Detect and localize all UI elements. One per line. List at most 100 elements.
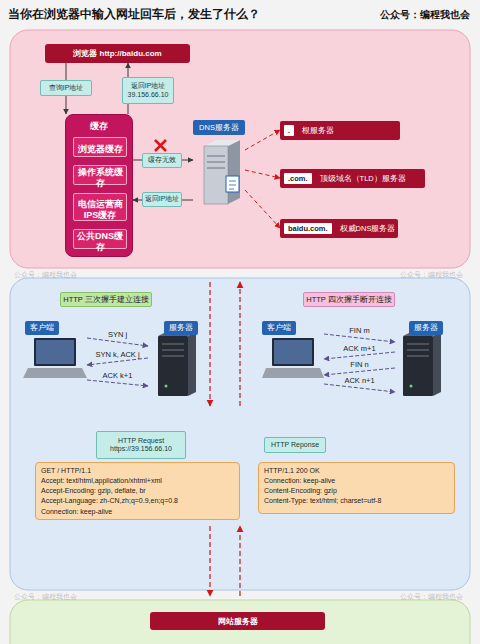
edge-label: SYN k, ACK j (95, 350, 139, 359)
step-label-box: 缓存无效 (142, 153, 182, 168)
dns-query-arrow (245, 170, 280, 178)
node-text: 缓存无效 (148, 156, 176, 164)
edge-label: FIN n (350, 360, 368, 369)
node-text: 服务器 (409, 321, 443, 335)
flow-arrow (128, 104, 129, 114)
watermark: 公众号：编程我也会 (400, 592, 463, 602)
node-text: HTTP Reponse (271, 441, 319, 449)
cache-invalid-cross (155, 140, 166, 151)
node-text: 浏览器缓存 (78, 144, 123, 155)
flow-arrow (128, 63, 129, 77)
node-text: baidu.com. (284, 223, 332, 234)
root-server-box: . 根服务器 (280, 121, 400, 140)
flow-arrow (182, 160, 193, 161)
dns-panel (10, 30, 470, 268)
client-laptop-icon (262, 338, 324, 378)
step-label-box: 返回IP地址 39.156.66.10 (122, 77, 174, 104)
node-text: DNS服务器 (193, 120, 245, 135)
request-heading: HTTP Request https://39.156.66.10 (96, 431, 186, 459)
web-server-box: 网站服务器 (150, 612, 325, 630)
account-label: 公众号：编程我也会 (380, 9, 470, 22)
handshake-arrow (324, 352, 395, 359)
cache-item-box: 公共DNS缓存 (73, 229, 127, 249)
node-text: 根服务器 (302, 126, 334, 136)
flow-down-arrow (209, 282, 210, 406)
dns-server-icon (204, 140, 240, 204)
node-text: 返回IP地址 39.156.66.10 (124, 82, 172, 98)
handshake-arrow (324, 334, 395, 342)
response-box: HTTP/1.1 200 OKConnection: keep-aliveCon… (258, 462, 455, 514)
node-text: HTTP 四次握手断开连接 (306, 295, 392, 305)
node-text: 客户端 (262, 321, 296, 335)
node-text: .com. (284, 173, 312, 184)
node-text: 电信运营商 IPS缓存 (74, 199, 126, 221)
flow-down-arrow (209, 526, 210, 596)
cache-item-box: 浏览器缓存 (73, 137, 127, 157)
watermark: 公众号：编程我也会 (14, 592, 77, 602)
node-text: 网站服务器 (218, 616, 258, 627)
watermark: 公众号：编程我也会 (400, 270, 463, 280)
node-text: . (284, 125, 294, 136)
step-label-box: 返回IP地址 (142, 192, 182, 207)
watermark: 公众号：编程我也会 (14, 270, 77, 280)
diagram-title: 当你在浏览器中输入网址回车后，发生了什么？ (8, 7, 260, 22)
dns-query-arrow (245, 130, 280, 150)
server-tower-icon (158, 332, 196, 396)
flow-arrow (182, 200, 193, 201)
node-text: 公共DNS缓存 (74, 231, 126, 253)
dns-query-arrow (245, 190, 280, 228)
edge-label: SYN j (108, 330, 127, 339)
node-text: HTTP Request https://39.156.66.10 (98, 437, 184, 453)
section-heading: HTTP 四次握手断开连接 (303, 292, 395, 307)
client-laptop-icon (23, 338, 87, 378)
flow-arrow (66, 63, 67, 80)
node-text: Accept-Encoding: gzip, deflate, br (41, 486, 234, 496)
node-text: GET / HTTP/1.1 (41, 466, 234, 476)
browser-box: 浏览器 http://baidu.com (45, 44, 190, 63)
flow-up-arrow (239, 282, 240, 406)
node-text: Accept: text/html,application/xhtml+xml (41, 476, 234, 486)
server-panel (10, 600, 470, 644)
node-text: 查询IP地址 (49, 84, 84, 92)
handshake-arrow (324, 384, 395, 392)
request-box: GET / HTTP/1.1Accept: text/html,applicat… (35, 462, 240, 520)
flow-arrow (66, 96, 67, 114)
server-node: 服务器 (395, 316, 443, 398)
handshake-arrow (87, 338, 148, 346)
node-text: Connection: keep-alive (41, 507, 234, 517)
client-node: 客户端 (25, 316, 87, 390)
response-heading: HTTP Reponse (264, 437, 326, 453)
node-text: Connection: keep-alive (264, 476, 449, 486)
node-text: 服务器 (164, 321, 198, 335)
edge-label: ACK k+1 (103, 371, 133, 380)
section-heading: HTTP 三次握手建立连接 (60, 292, 152, 307)
step-label-box: 查询IP地址 (40, 80, 92, 96)
tld-server-box: .com. 顶级域名（TLD）服务器 (280, 169, 425, 188)
edge-label: ACK n+1 (344, 376, 374, 385)
handshake-arrow (87, 380, 148, 386)
edge-label: ACK m+1 (343, 344, 375, 353)
node-text: 返回IP地址 (145, 195, 180, 203)
authoritative-server-box: baidu.com. 权威DNS服务器 (280, 219, 398, 238)
node-text: 顶级域名（TLD）服务器 (320, 174, 406, 184)
node-text: Content-Type: text/html; charset=utf-8 (264, 496, 449, 506)
node-text: 浏览器 http://baidu.com (73, 48, 161, 59)
client-node: 客户端 (262, 316, 324, 390)
edge-label: FIN m (349, 326, 369, 335)
node-text: 客户端 (25, 321, 59, 335)
node-text: 缓存 (66, 120, 132, 133)
handshake-arrow (324, 368, 395, 375)
cache-item-box: 电信运营商 IPS缓存 (73, 193, 127, 221)
server-node: 服务器 (148, 316, 198, 398)
node-text: 操作系统缓存 (74, 167, 126, 189)
node-text: HTTP 三次握手建立连接 (63, 295, 149, 305)
cache-group: 缓存浏览器缓存操作系统缓存电信运营商 IPS缓存公共DNS缓存 (65, 114, 133, 257)
node-text: 权威DNS服务器 (340, 224, 396, 234)
server-tower-icon (403, 332, 441, 396)
flow-up-arrow (239, 526, 240, 596)
